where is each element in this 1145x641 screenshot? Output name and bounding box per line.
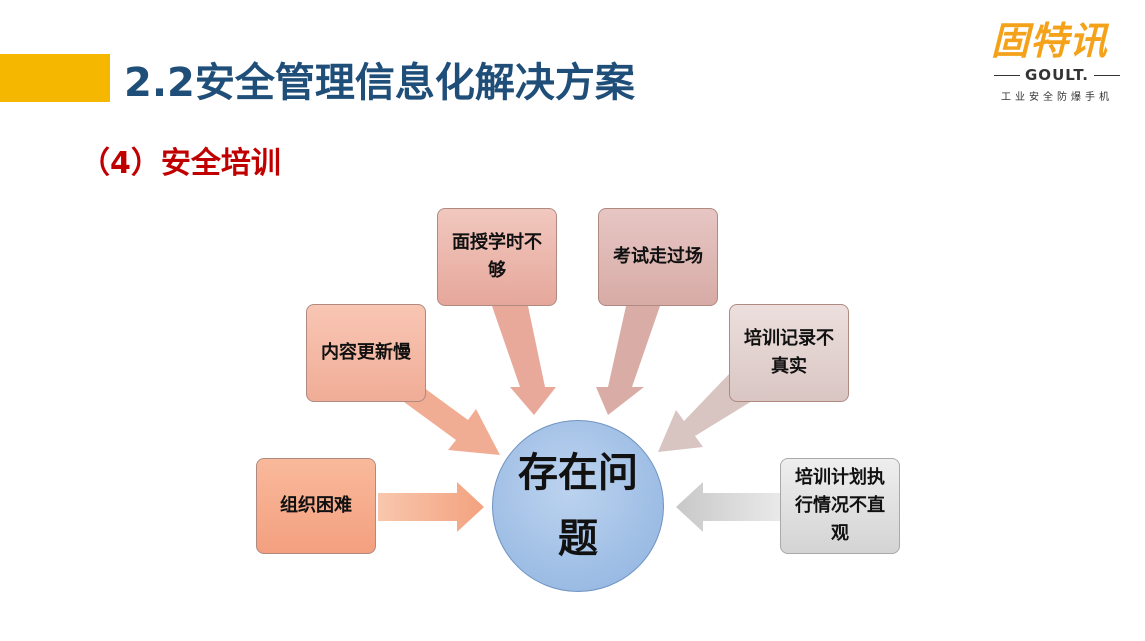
- issue-box-4: 考试走过场: [598, 208, 718, 306]
- arrow-2: [404, 382, 500, 455]
- logo-tagline: 工业安全防爆手机: [1001, 92, 1113, 103]
- issue-box-2: 内容更新慢: [306, 304, 426, 402]
- page-title: 2.2安全管理信息化解决方案: [124, 60, 635, 106]
- section-subtitle: （4）安全培训: [80, 146, 281, 181]
- arrow-4: [596, 306, 660, 415]
- logo-wordmark: 固特讯: [991, 19, 1109, 63]
- issue-box-3: 面授学时不够: [437, 208, 557, 306]
- arrow-6: [676, 482, 780, 532]
- arrow-1: [378, 482, 484, 532]
- accent-bar: [0, 54, 110, 102]
- issue-box-1: 组织困难: [256, 458, 376, 554]
- center-problem-circle: 存在问题: [492, 420, 664, 592]
- company-logo: 固特讯 GOULT. 工业安全防爆手机: [985, 10, 1135, 105]
- issue-box-6: 培训计划执行情况不直观: [780, 458, 900, 554]
- issue-box-5: 培训记录不真实: [729, 304, 849, 402]
- arrow-3: [492, 306, 556, 415]
- logo-brand: GOULT.: [985, 66, 1129, 84]
- arrow-5: [658, 373, 752, 452]
